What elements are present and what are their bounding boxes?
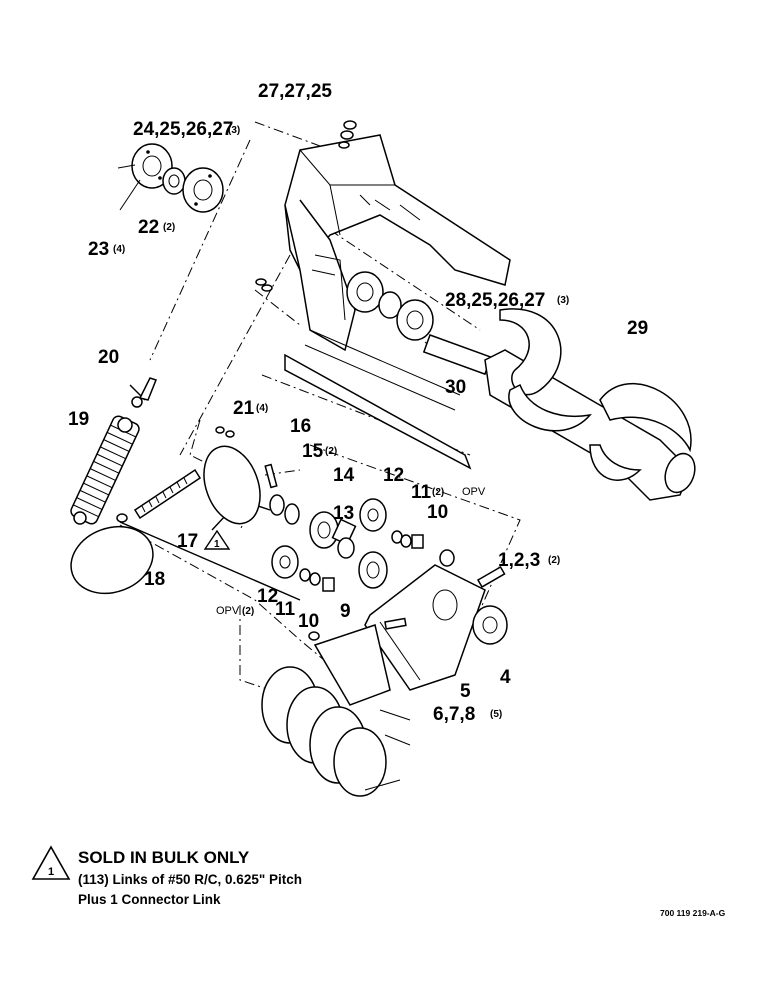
callout-23-qty: (4) (113, 244, 125, 255)
callout-13: 13 (333, 503, 354, 524)
callout-11-lower: 11 (275, 599, 296, 620)
sprocket-group-upper (264, 463, 424, 559)
callout-labels: 27,27,25 24,25,26,27 (3) 22 (2) 23 (4) 2… (68, 81, 648, 725)
callout-22-qty: (2) (163, 222, 175, 233)
callout-opv-upper: OPV (462, 486, 486, 498)
callout-6-7-8: 6,7,8 (433, 704, 475, 725)
callout-16: 16 (290, 416, 311, 437)
callout-14: 14 (333, 465, 355, 486)
note-number: 1 (48, 866, 54, 878)
callout-11-upper: 11 (411, 482, 432, 503)
callout-17-tri-number: 1 (214, 539, 220, 550)
callout-19: 19 (68, 409, 89, 430)
auger-housing (284, 134, 511, 411)
callout-20: 20 (98, 347, 119, 368)
bearing-set-top-left (117, 143, 224, 213)
callout-1-2-3: 1,2,3 (498, 550, 540, 571)
callout-24-25-26-27: 24,25,26,27 (133, 119, 233, 140)
callout-18: 18 (144, 569, 165, 590)
bracket-plate (364, 564, 506, 691)
callout-10-upper: 10 (427, 502, 448, 523)
callout-11-upper-qty: (2) (432, 487, 444, 498)
callout-opv-lower: OPV (216, 605, 240, 617)
stripper-bar (284, 353, 472, 470)
note-line-1: (113) Links of #50 R/C, 0.625" Pitch (78, 872, 302, 887)
callout-30: 30 (445, 377, 466, 398)
note-heading: SOLD IN BULK ONLY (78, 848, 250, 867)
shield-plate-left (70, 426, 261, 595)
lower-disk-assembly (261, 624, 411, 797)
callout-21-qty: (4) (256, 403, 268, 414)
callout-15: 15 (302, 441, 324, 462)
top-hardware (255, 120, 357, 292)
callout-11-lower-qty: (2) (242, 606, 254, 617)
callout-24-25-26-27-qty: (3) (228, 125, 240, 136)
callout-6-7-8-qty: (5) (490, 709, 502, 720)
callout-23: 23 (88, 239, 109, 260)
spring-assembly (70, 377, 157, 525)
drawing-number: 700 119 219-A-G (660, 908, 726, 918)
callout-21: 21 (233, 398, 255, 419)
callout-12-lower: 12 (257, 586, 278, 607)
note-line-2: Plus 1 Connector Link (78, 892, 221, 907)
callout-22: 22 (138, 217, 159, 238)
callout-29: 29 (627, 318, 648, 339)
callout-28-25-26-27-qty: (3) (557, 295, 569, 306)
auger (422, 308, 696, 501)
callout-17: 17 (177, 531, 198, 552)
callout-12-upper: 12 (383, 465, 404, 486)
callout-15-qty: (2) (325, 446, 337, 457)
flange-washer (472, 605, 508, 645)
callout-4: 4 (500, 667, 511, 688)
callout-17-triangle (203, 529, 231, 550)
callout-28-25-26-27: 28,25,26,27 (445, 290, 545, 311)
roller-chain (116, 468, 202, 523)
sprocket-group-lower (271, 545, 455, 641)
note-triangle-icon: 1 (31, 845, 71, 880)
callout-10-lower: 10 (298, 611, 319, 632)
callout-27-27-25: 27,27,25 (258, 81, 332, 102)
callout-1-2-3-qty: (2) (548, 555, 560, 566)
callout-9: 9 (340, 601, 351, 622)
bearing-set-mid (346, 271, 441, 356)
callout-5: 5 (460, 681, 471, 702)
